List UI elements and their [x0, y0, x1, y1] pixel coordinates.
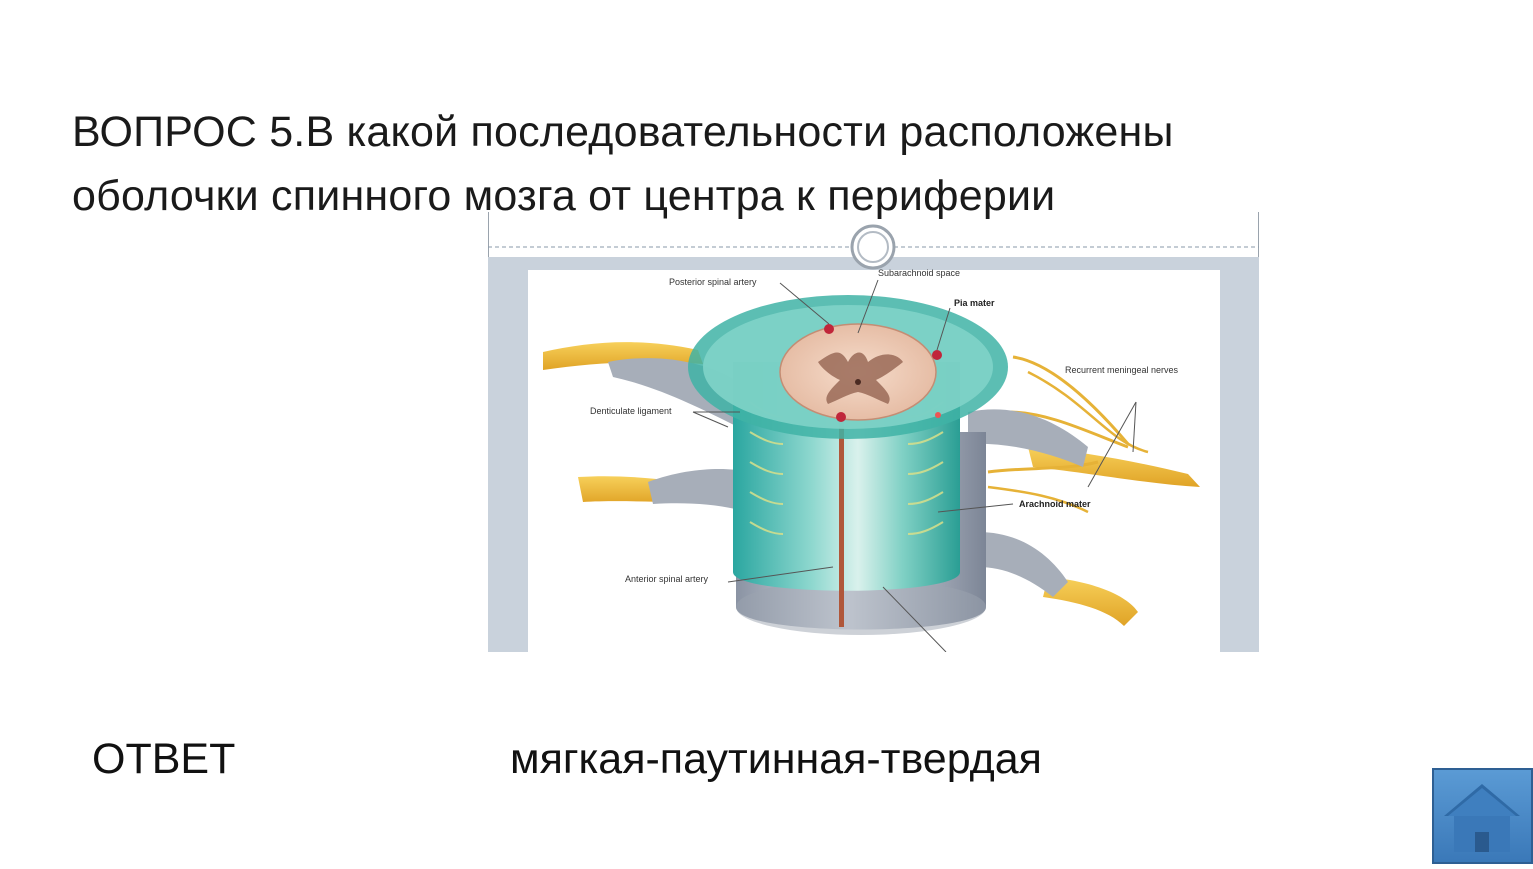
dural-sleeve-right-top — [968, 409, 1088, 467]
anterior-spinal-artery — [839, 417, 844, 627]
posterior-spinal-artery-dot — [824, 324, 834, 334]
question-line-2: оболочки спинного мозга от центра к пери… — [72, 172, 1056, 220]
answer-text: мягкая-паутинная-твердая — [510, 735, 1042, 783]
dural-sleeve-right-bottom — [978, 532, 1068, 597]
question-line-1: ВОПРОС 5.В какой последовательности расп… — [72, 108, 1174, 156]
anterior-spinal-artery-dot — [836, 412, 846, 422]
label-recurrent-meningeal-nerves: Recurrent meningeal nerves — [1065, 365, 1179, 375]
label-posterior-spinal-artery: Posterior spinal artery — [669, 277, 757, 287]
label-subarachnoid-space: Subarachnoid space — [878, 268, 960, 278]
home-icon — [1432, 768, 1533, 864]
label-pia-mater: Pia mater — [954, 298, 995, 308]
leader-lines — [692, 279, 1137, 653]
spinal-cord-meninges-figure: Posterior spinal artery Subarachnoid spa… — [487, 212, 1260, 653]
label-denticulate-ligament: Denticulate ligament — [590, 406, 672, 416]
dural-sleeve-left-bottom — [648, 469, 748, 512]
figure-svg: Posterior spinal artery Subarachnoid spa… — [487, 212, 1260, 653]
pia-vessel-dot — [932, 350, 942, 360]
question-text: ВОПРОС 5.В какой последовательности расп… — [72, 100, 1372, 228]
label-anterior-spinal-artery: Anterior spinal artery — [625, 574, 709, 584]
answer-label: ОТВЕТ — [92, 735, 236, 783]
label-arachnoid-mater: Arachnoid mater — [1019, 499, 1091, 509]
gray-matter — [818, 352, 903, 404]
home-button[interactable] — [1432, 768, 1533, 864]
